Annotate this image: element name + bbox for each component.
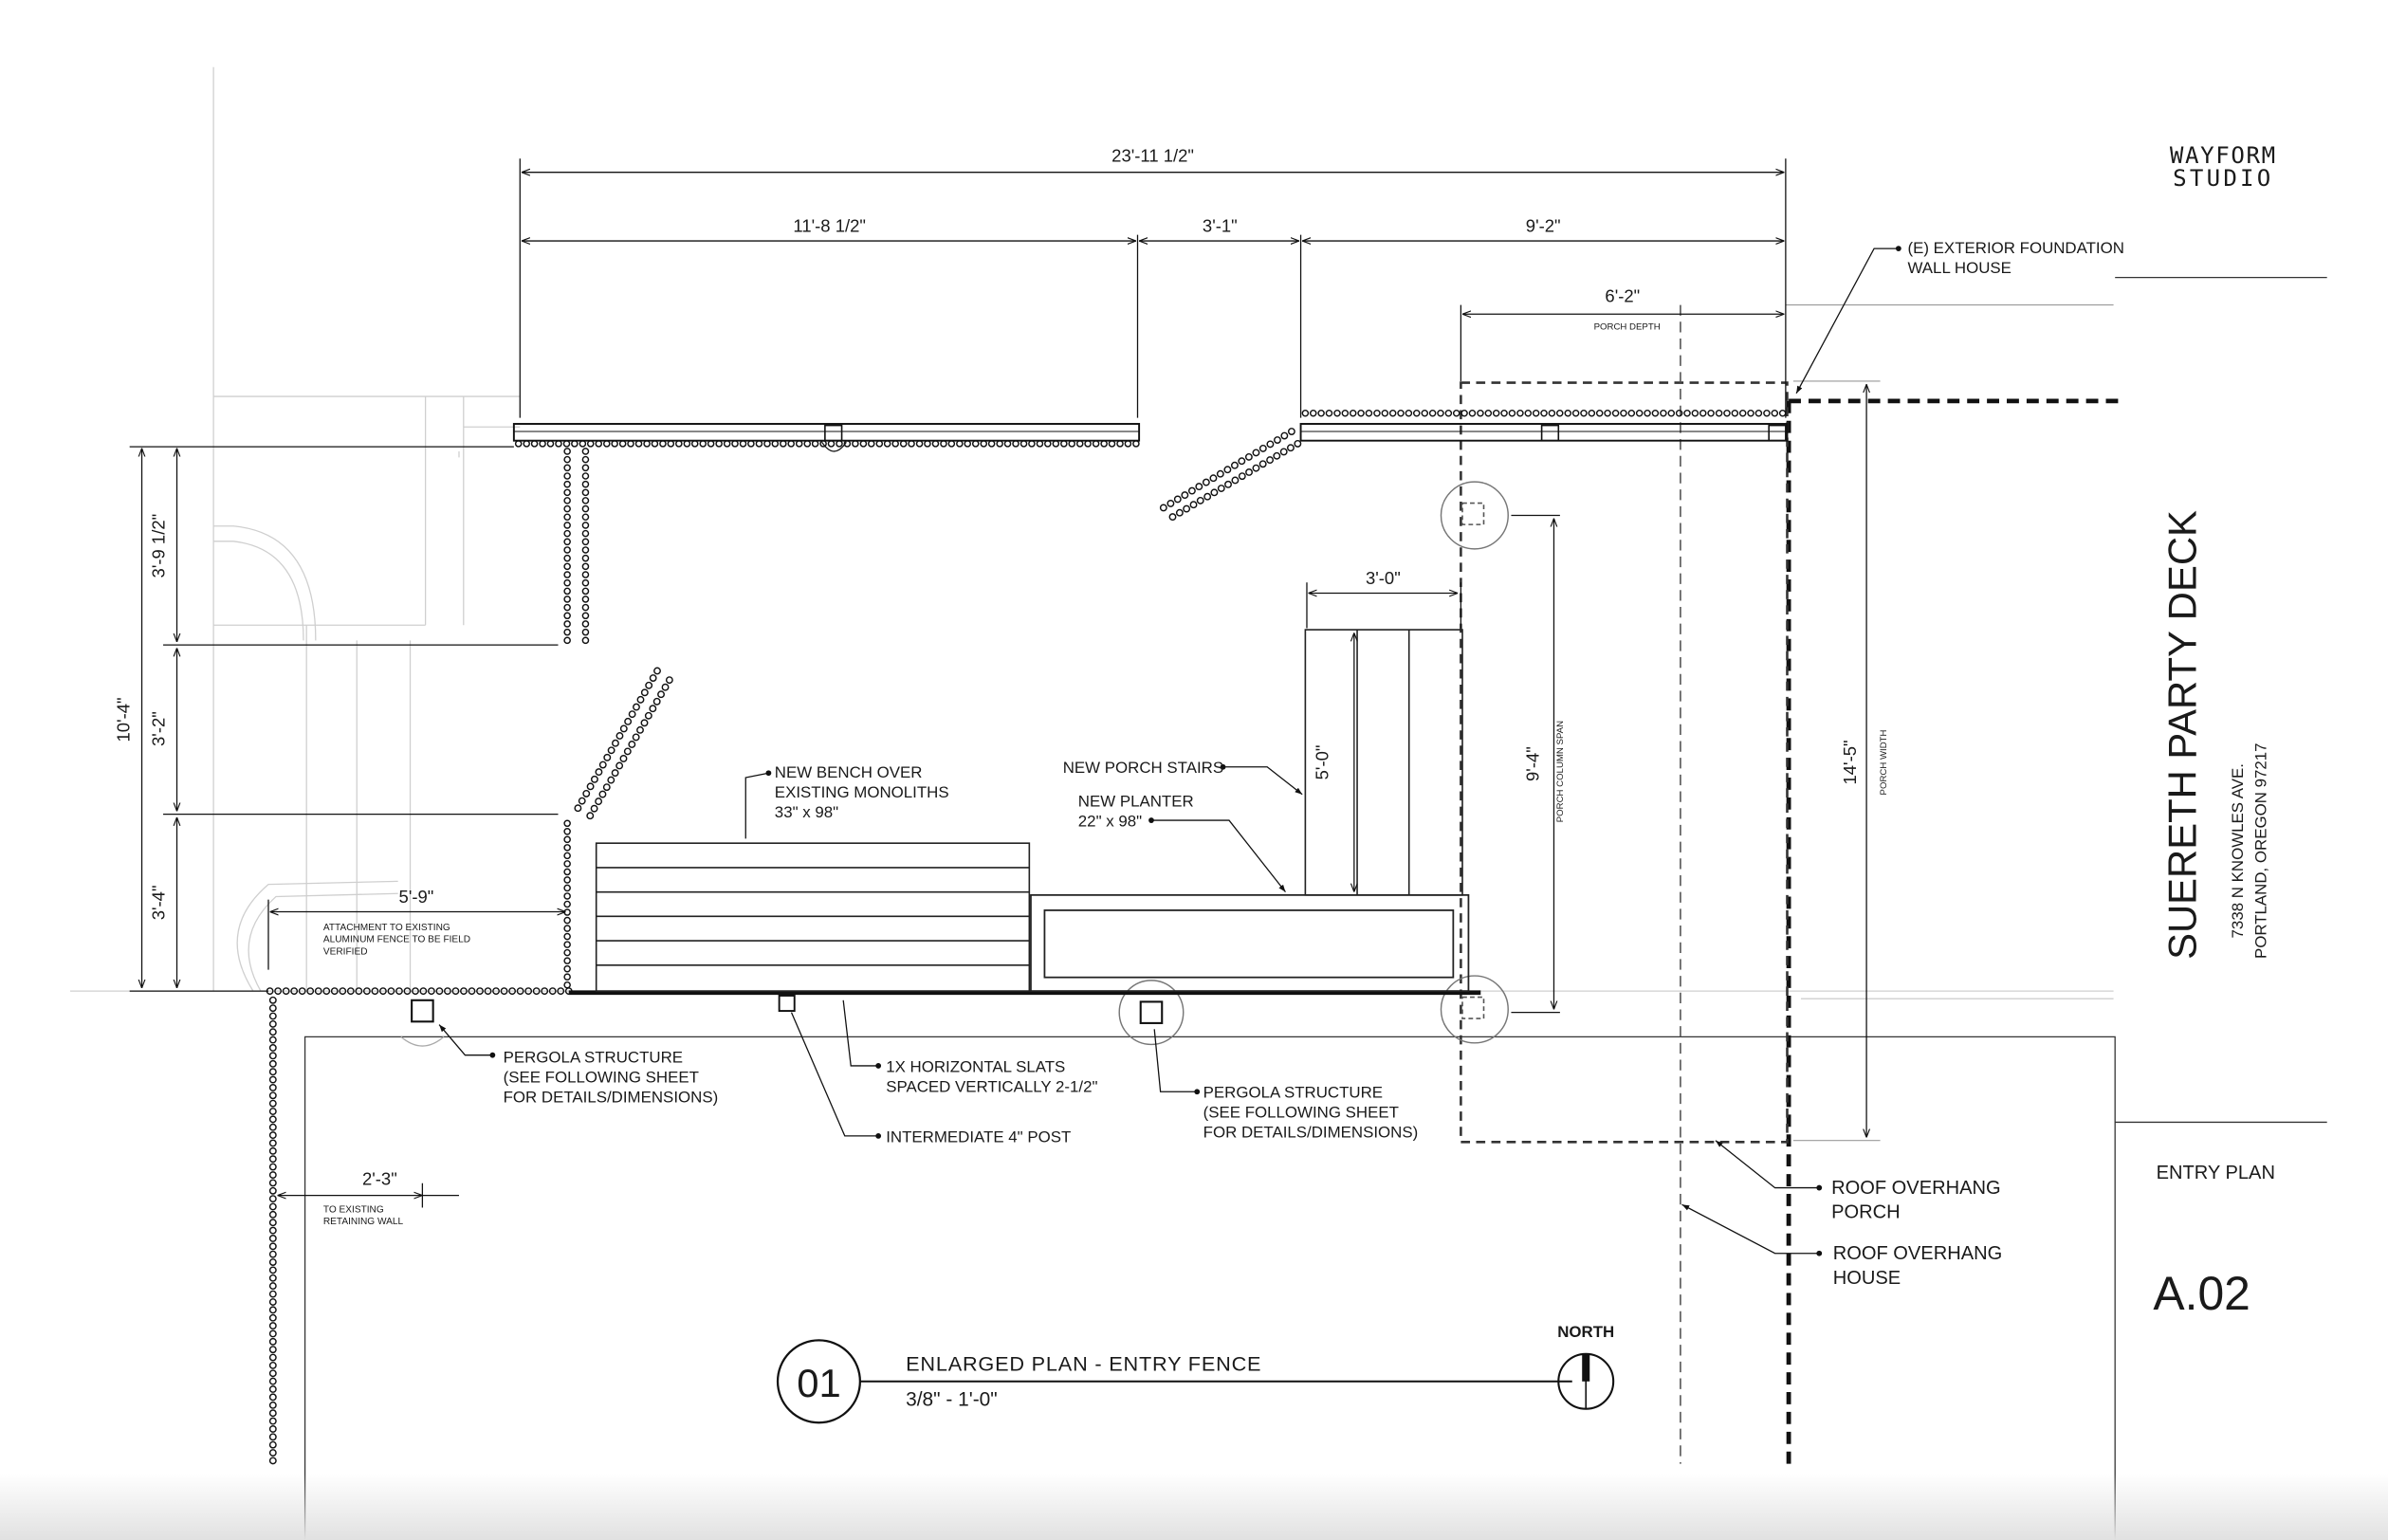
drawing-number: 01 <box>797 1361 841 1405</box>
intermediate-post <box>778 995 796 1013</box>
note-roof-porch-2: PORCH <box>1831 1202 1901 1223</box>
dim-segment-right: 9'-2" <box>1526 215 1561 235</box>
pergola-post-middle <box>1118 980 1185 1046</box>
dim-left-mid: 3'-2" <box>149 711 169 746</box>
north-label: NORTH <box>1557 1323 1614 1341</box>
dim-porch-column-span: 9'-4" <box>1522 746 1542 781</box>
porch-columns <box>1440 481 1509 1044</box>
dim-stair-width: 3'-0" <box>1366 568 1401 588</box>
dim-retaining: 2'-3" <box>362 1168 397 1188</box>
dim-segment-mid: 3'-1" <box>1203 215 1238 235</box>
note-pergola-b-3: FOR DETAILS/DIMENSIONS) <box>1203 1124 1419 1142</box>
note-bench-3: 33" x 98" <box>775 803 838 821</box>
note-bench: NEW BENCH OVER <box>775 763 923 781</box>
note-planter: NEW PLANTER <box>1078 793 1194 811</box>
note-pergola-a: PERGOLA STRUCTURE <box>504 1049 683 1067</box>
dim-attachment: 5'-9" <box>399 887 434 907</box>
note-attachment: ATTACHMENT TO EXISTING <box>323 923 450 933</box>
note-attachment-2: ALUMINUM FENCE TO BE FIELD <box>323 935 470 945</box>
dim-porch-width-label: PORCH WIDTH <box>1879 729 1889 795</box>
note-roof-porch: ROOF OVERHANG <box>1831 1178 2001 1199</box>
note-pergola-b: PERGOLA STRUCTURE <box>1203 1084 1383 1102</box>
note-attachment-3: VERIFIED <box>323 947 368 958</box>
note-pergola-a-3: FOR DETAILS/DIMENSIONS) <box>504 1089 719 1107</box>
new-planter <box>1030 893 1470 993</box>
note-retaining-2: RETAINING WALL <box>323 1217 404 1227</box>
drawing-title-block: 01 ENLARGED PLAN - ENTRY FENCE 3/8" - 1'… <box>776 1323 1615 1424</box>
sheet-title: ENTRY PLAN <box>2157 1163 2275 1183</box>
dim-stair-run: 5'-0" <box>1312 745 1332 780</box>
note-foundation-wall: (E) EXTERIOR FOUNDATION <box>1908 239 2124 257</box>
sheet-title-block: WAYFORM STUDIO SUERETH PARTY DECK 7338 N… <box>2153 142 2277 1320</box>
dim-left-lower: 3'-4" <box>149 885 169 920</box>
note-roof-house-2: HOUSE <box>1833 1268 1901 1289</box>
north-arrow-icon <box>1557 1352 1615 1410</box>
note-leaders <box>438 248 1899 1255</box>
dimension-lines <box>129 158 1866 1208</box>
note-bench-2: EXISTING MONOLITHS <box>775 783 949 801</box>
note-post: INTERMEDIATE 4" POST <box>886 1128 1071 1146</box>
leader-dots <box>489 246 1901 1256</box>
note-retaining: TO EXISTING <box>323 1204 384 1215</box>
dim-porch-depth: 6'-2" <box>1605 285 1640 305</box>
dim-porch-width: 14'-5" <box>1840 740 1860 784</box>
dim-left-overall: 10'-4" <box>114 697 134 742</box>
project-name: SUERETH PARTY DECK <box>2159 510 2204 960</box>
note-porch-stairs: NEW PORCH STAIRS <box>1063 759 1223 777</box>
dim-left-upper: 3'-9 1/2" <box>149 514 169 578</box>
pergola-post-left <box>400 999 445 1047</box>
note-slats: 1X HORIZONTAL SLATS <box>886 1057 1065 1075</box>
sheet-frame-lines <box>303 276 2327 1540</box>
house-foundation-wall <box>1786 398 2119 1464</box>
dim-segment-left: 11'-8 1/2" <box>793 215 866 235</box>
dim-overall-width: 23'-11 1/2" <box>1111 145 1194 165</box>
context-grid <box>69 66 2114 999</box>
fence-slat-pattern <box>266 409 1787 1465</box>
note-text: (E) EXTERIOR FOUNDATION WALL HOUSE NEW B… <box>323 239 2124 1289</box>
sheet-number: A.02 <box>2153 1267 2250 1320</box>
note-foundation-wall-2: WALL HOUSE <box>1908 259 2011 277</box>
top-fence <box>512 423 1789 452</box>
dim-porch-column-span-label: PORCH COLUMN SPAN <box>1555 721 1566 822</box>
dimension-text: 23'-11 1/2" 11'-8 1/2" 3'-1" 9'-2" 6'-2"… <box>114 145 1889 1188</box>
firm-logo-line1: WAYFORM <box>2170 142 2277 169</box>
note-slats-2: SPACED VERTICALLY 2-1/2" <box>886 1077 1097 1095</box>
drawing-name: ENLARGED PLAN - ENTRY FENCE <box>906 1352 1261 1376</box>
dim-porch-depth-label: PORCH DEPTH <box>1594 321 1661 332</box>
note-pergola-b-2: (SEE FOLLOWING SHEET <box>1203 1104 1399 1122</box>
project-address-1: 7338 N KNOWLES AVE. <box>2229 763 2247 938</box>
note-pergola-a-2: (SEE FOLLOWING SHEET <box>504 1069 699 1087</box>
note-roof-house: ROOF OVERHANG <box>1833 1243 2002 1264</box>
project-address-2: PORTLAND, OREGON 97217 <box>2251 742 2269 959</box>
porch-width-extension <box>1785 304 2114 1142</box>
new-bench <box>595 842 1031 992</box>
firm-logo-line2: STUDIO <box>2173 165 2273 192</box>
note-planter-2: 22" x 98" <box>1078 812 1142 830</box>
roof-overhang-porch <box>1460 381 1789 1144</box>
drawing-scale: 3/8" - 1'-0" <box>906 1389 998 1411</box>
